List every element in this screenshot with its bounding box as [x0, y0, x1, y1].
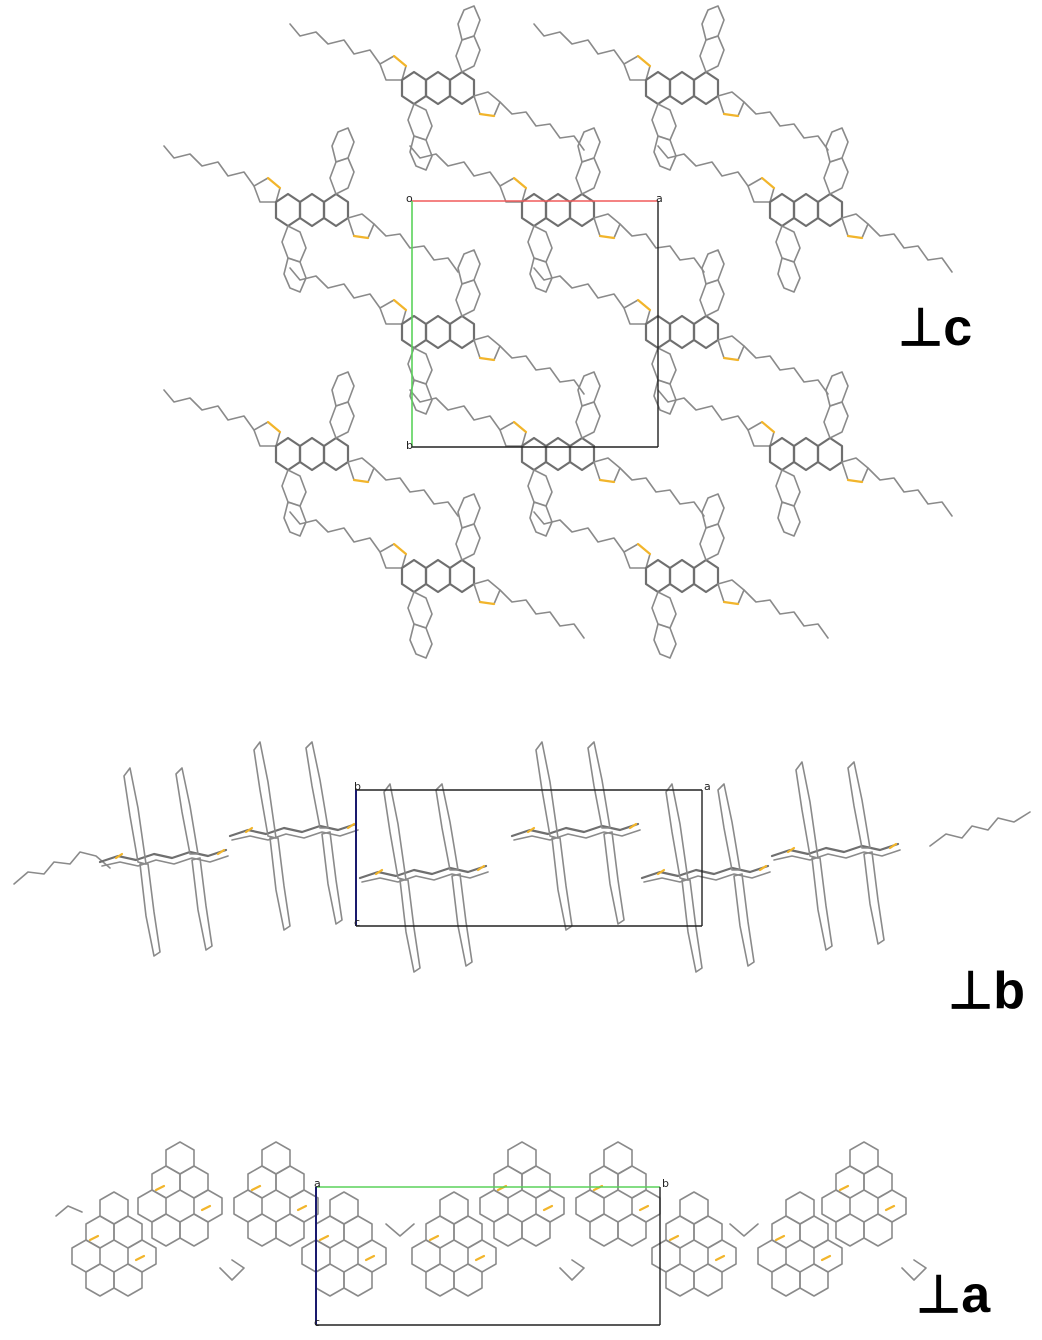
unit-cell-perp-a: a b c: [314, 1177, 669, 1329]
view-label-perp-b: ⊥b: [948, 962, 1025, 1020]
cell-label-a-corner: a: [704, 780, 711, 793]
view-label-perp-c: ⊥c: [898, 299, 972, 357]
cell-label-c-corner: c: [354, 916, 360, 929]
cell-label-b: b: [406, 439, 413, 452]
molecule-layer-perp-a: [55, 1140, 927, 1298]
cell-label-b-end: b: [662, 1177, 669, 1190]
cell-label-a-origin: a: [314, 1177, 321, 1190]
unit-cell-perp-b: b a c: [354, 780, 711, 929]
molecule-layer-perp-c: [162, 4, 954, 660]
cell-label-b-corner: b: [354, 780, 361, 793]
panel-perp-b: b a c ⊥b: [13, 740, 1031, 1020]
cell-label-a: a: [656, 192, 663, 205]
molecule-layer-perp-b: [13, 740, 1031, 974]
cell-label-c-end: c: [314, 1316, 320, 1329]
view-label-perp-a: ⊥a: [916, 1266, 991, 1324]
cell-label-origin: o: [406, 192, 413, 205]
panel-perp-c: o a b ⊥c: [162, 4, 972, 660]
unit-cell-perp-c: o a b: [406, 192, 663, 452]
panel-perp-a: a b c ⊥a: [55, 1140, 991, 1329]
